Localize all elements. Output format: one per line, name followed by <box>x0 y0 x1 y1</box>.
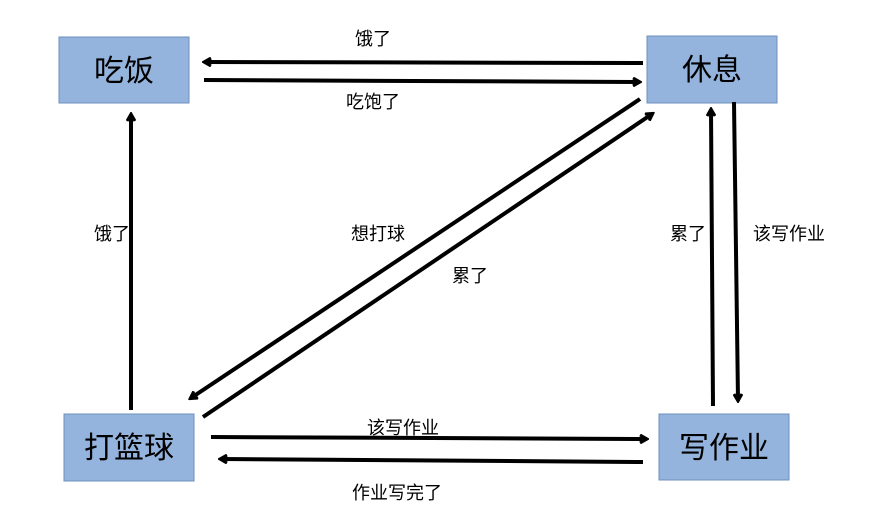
state-eat-label: 吃饭 <box>94 54 154 89</box>
edge-rest-to-basketball <box>191 97 642 398</box>
edge-basketball-to-rest <box>201 114 652 419</box>
edge-basketball-to-homework <box>210 437 646 439</box>
label-rest-to-eat: 饿了 <box>355 29 391 50</box>
edge-homework-to-rest <box>711 110 713 407</box>
state-rest: 休息 <box>646 35 778 104</box>
state-rest-label: 休息 <box>682 53 742 88</box>
state-basketball-label: 打篮球 <box>84 431 174 466</box>
state-basketball: 打篮球 <box>63 413 195 482</box>
label-homework-to-basketball: 作业写完了 <box>352 483 442 504</box>
state-homework-label: 写作业 <box>679 431 769 466</box>
edge-rest-to-homework <box>732 101 738 400</box>
edge-rest-to-eat <box>205 62 644 63</box>
label-rest-to-homework: 该写作业 <box>753 224 825 245</box>
label-basketball-to-rest: 累了 <box>452 266 488 287</box>
state-eat: 吃饭 <box>58 36 190 104</box>
label-basketball-to-eat: 饿了 <box>94 224 130 245</box>
label-rest-to-basketball: 想打球 <box>351 224 405 245</box>
edge-eat-to-rest <box>203 80 639 82</box>
label-eat-to-rest: 吃饱了 <box>346 92 400 113</box>
state-homework: 写作业 <box>658 413 790 481</box>
edge-homework-to-basketball <box>221 459 644 462</box>
label-homework-to-rest: 累了 <box>670 224 706 245</box>
label-basketball-to-homework: 该写作业 <box>367 418 439 439</box>
